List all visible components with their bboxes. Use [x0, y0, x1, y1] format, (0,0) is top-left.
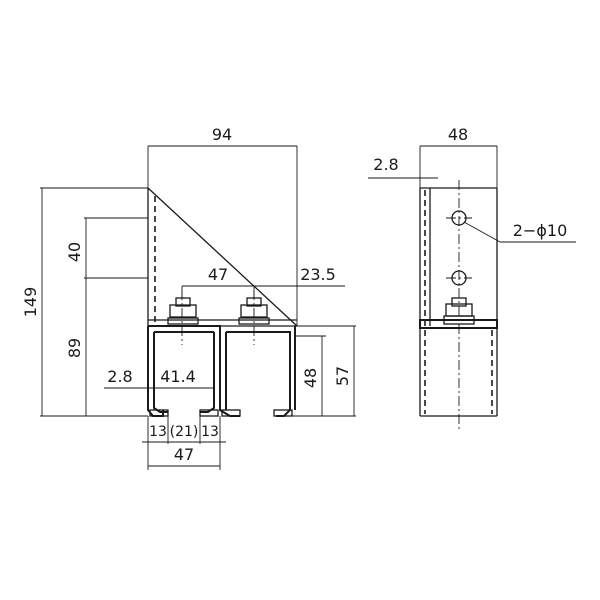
- rail-channel: [147, 325, 296, 417]
- dim-bolt-spacing-text: 47: [208, 265, 228, 284]
- dim-48-57: 48 57: [292, 325, 356, 417]
- dim-40-89: 40 89: [65, 217, 148, 416]
- dim-lower-height-text: 89: [65, 338, 84, 358]
- side-dim-width-text: 48: [448, 125, 468, 144]
- side-hole-callout-text: 2−ϕ10: [513, 221, 568, 240]
- dim-wall-text: 2.8: [107, 367, 132, 386]
- dim-2-8-41-4: 2.8 41.4: [104, 367, 214, 389]
- side-dim-wall-text: 2.8: [373, 155, 398, 174]
- side-view: 48 2.8 2−ϕ10: [368, 125, 576, 430]
- dim-rail-height-text: 48: [301, 368, 320, 388]
- side-rail: [419, 319, 498, 417]
- bolt-right: [238, 290, 270, 345]
- dim-inner-width-text: 41.4: [160, 367, 196, 386]
- dim-slot-left-text: 13: [149, 424, 167, 440]
- hole-bottom: [446, 270, 472, 286]
- dim-slot-right-text: 13: [201, 424, 219, 440]
- dim-rail-total-text: 57: [333, 366, 352, 386]
- side-dim-48: 48: [419, 125, 498, 188]
- dim-total-height-text: 149: [21, 287, 40, 318]
- bolt-left: [167, 290, 199, 345]
- front-view: 94 149 40 89 47 23.5 2.: [21, 125, 356, 470]
- dim-slot-mid-text: (21): [170, 424, 199, 440]
- dim-47-23-5: 47 23.5: [181, 265, 345, 298]
- side-hole-callout: 2−ϕ10: [463, 221, 576, 243]
- dim-offset-text: 23.5: [300, 265, 336, 284]
- side-dim-2-8: 2.8: [368, 155, 438, 179]
- hole-top: [446, 180, 472, 430]
- dim-slots: 13 (21) 13 47: [142, 416, 226, 470]
- side-plate: [419, 187, 498, 326]
- dim-bottom-width-text: 47: [174, 445, 194, 464]
- bracket-plate: [147, 187, 298, 327]
- dim-149: 149: [21, 187, 148, 417]
- dim-upper-height-text: 40: [65, 242, 84, 262]
- dim-top-width-text: 94: [212, 125, 232, 144]
- dim-94: 94: [147, 125, 298, 326]
